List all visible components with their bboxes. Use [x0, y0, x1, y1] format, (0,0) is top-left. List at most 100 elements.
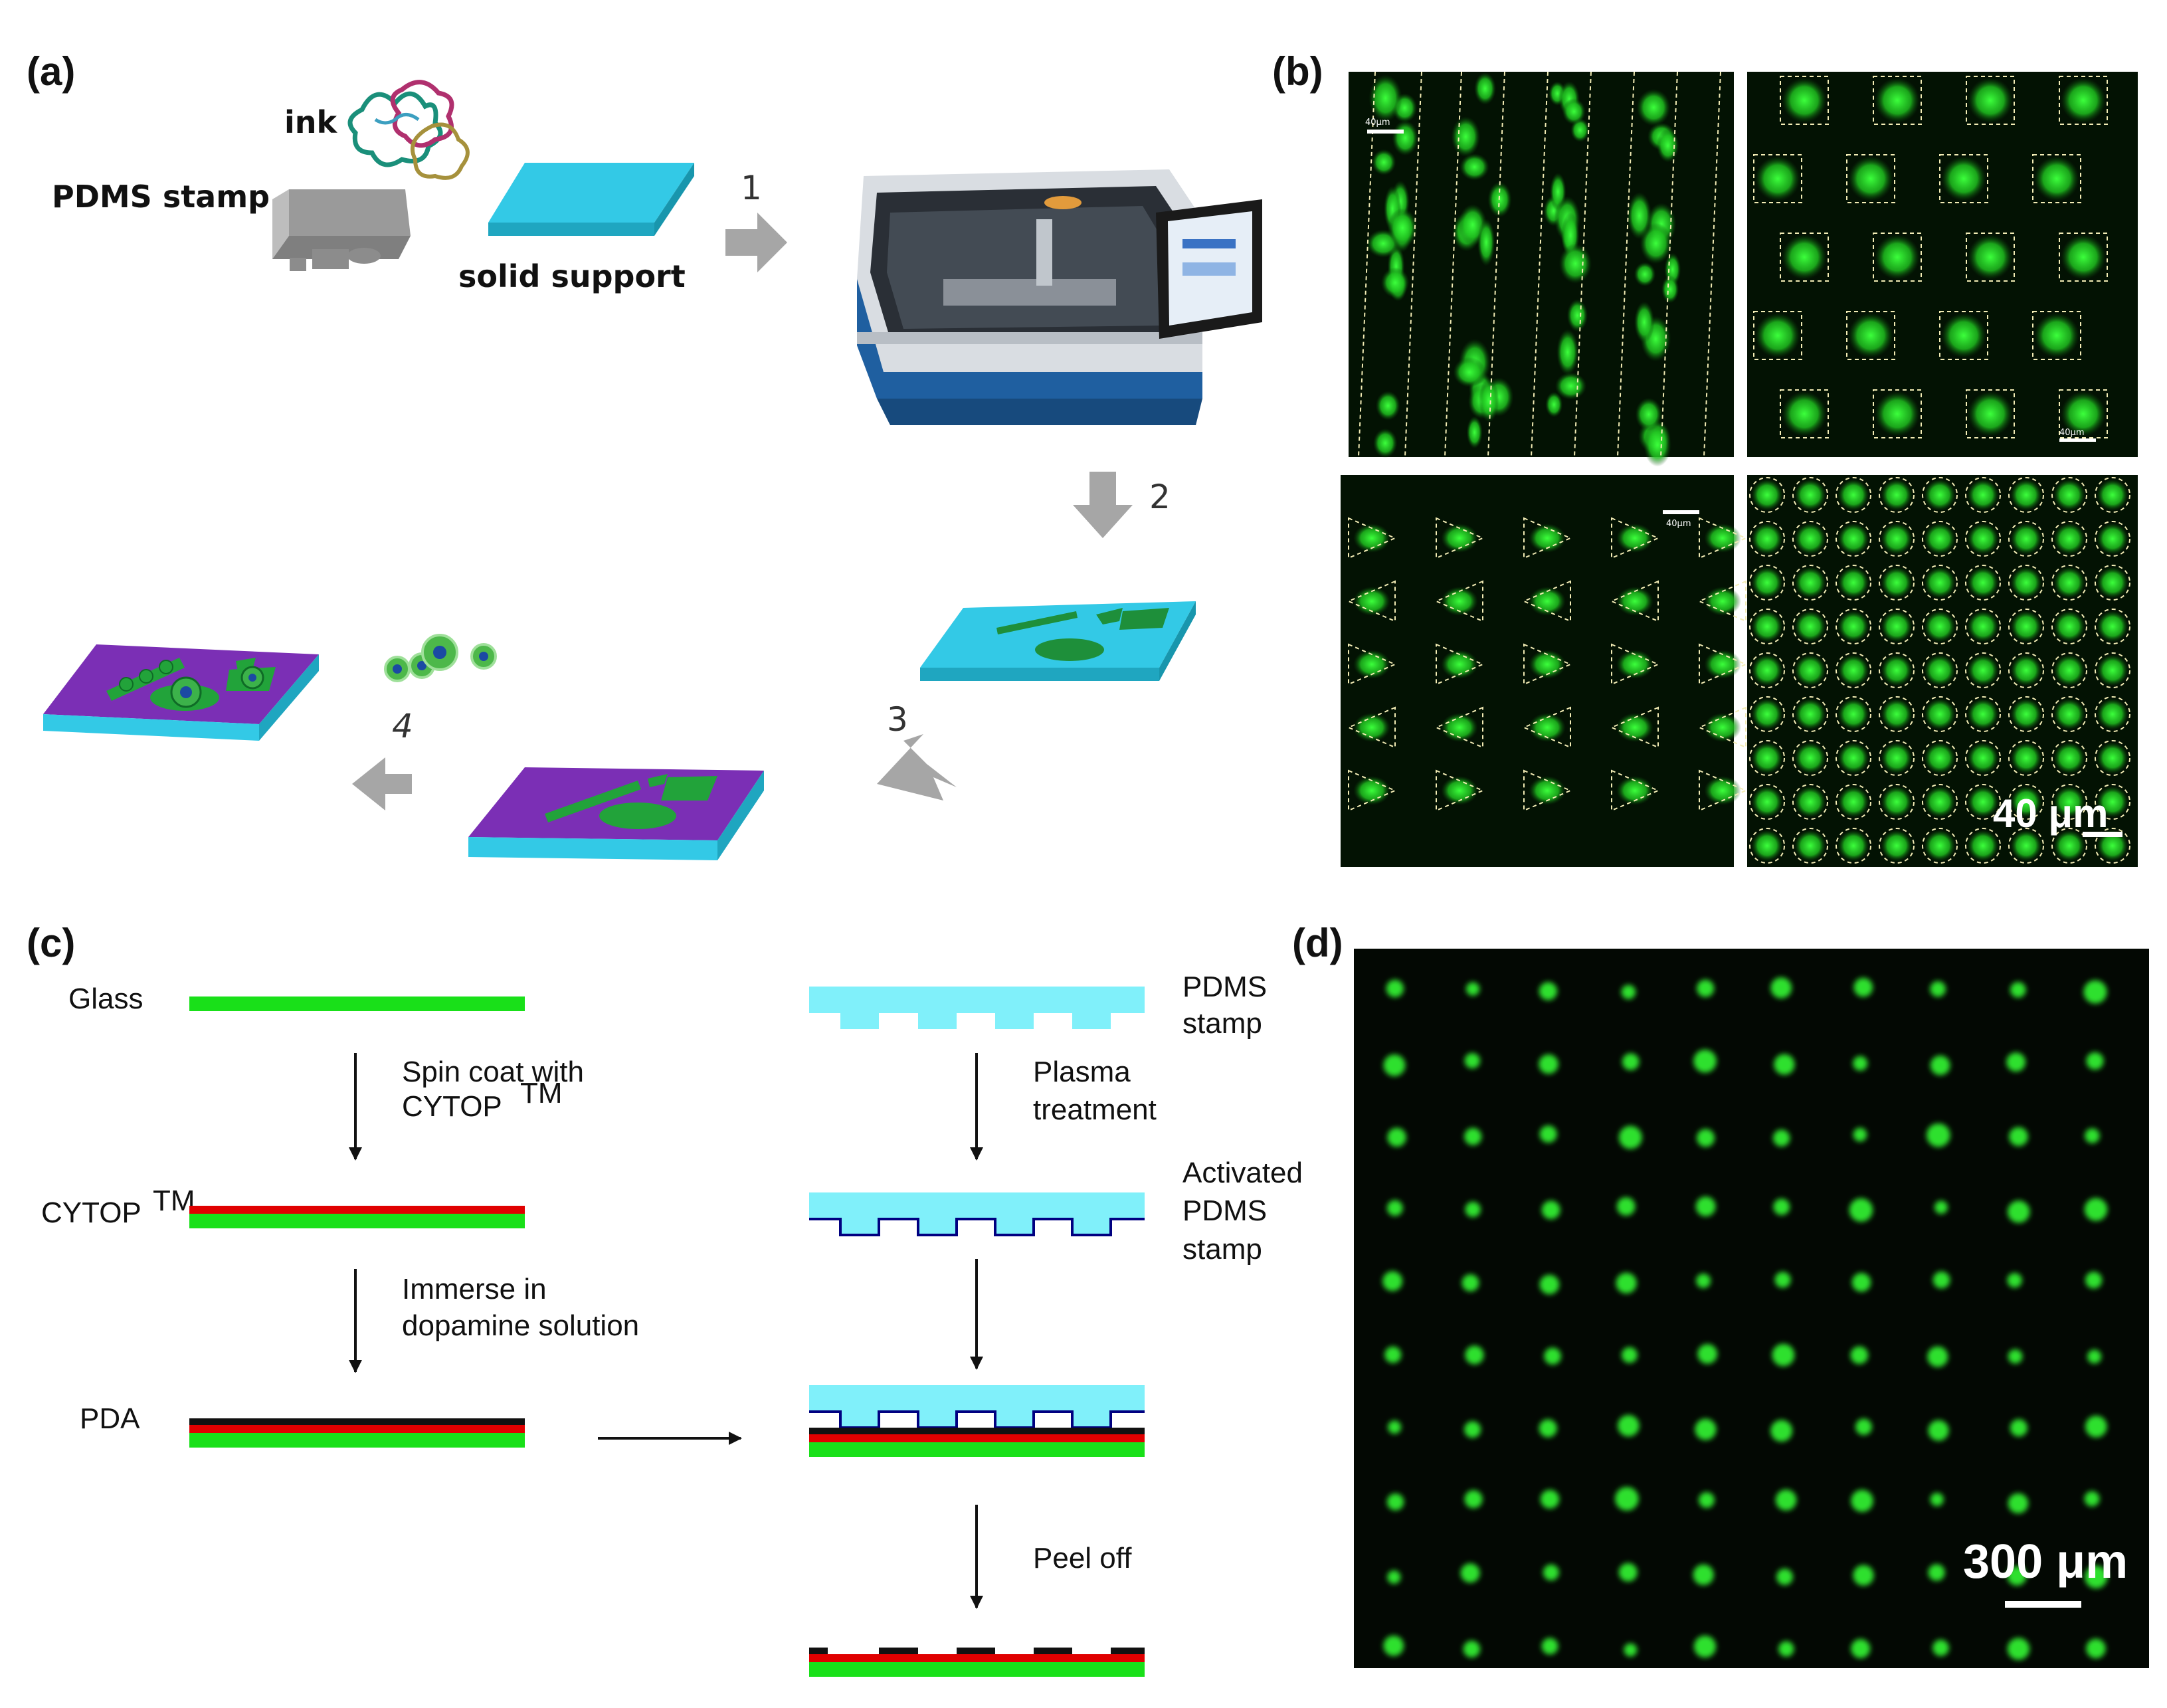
fluorescent-dot: [1622, 1053, 1640, 1071]
fluorescent-dot: [1539, 1419, 1557, 1438]
square-cell-cluster: [2061, 391, 2106, 436]
fluorescent-dot: [1776, 1568, 1793, 1586]
square-island: [2059, 76, 2108, 125]
fluorescent-dot: [2084, 1491, 2100, 1507]
fluorescent-dot: [1695, 1196, 1716, 1216]
fluorescent-dot: [1772, 1129, 1790, 1147]
svg-text:40μm: 40μm: [1666, 519, 1691, 529]
fluorescent-dot: [1855, 1418, 1872, 1436]
circle-island: [1922, 521, 1958, 557]
circle-cell-cluster: [1794, 611, 1826, 642]
fluorescent-dot: [1774, 1054, 1795, 1075]
circle-cell-cluster: [2053, 654, 2085, 686]
stripe-cell: [1556, 329, 1579, 375]
fluorescent-dot: [1773, 1198, 1790, 1216]
triangle-cell-cluster: [1529, 713, 1566, 742]
circle-cell-cluster: [1967, 786, 1999, 818]
circle-island: [2051, 696, 2087, 732]
square-island: [2059, 233, 2108, 282]
circle-island: [1749, 828, 1785, 864]
circle-island: [2095, 784, 2130, 820]
triangle-cell-cluster: [1529, 650, 1566, 679]
cell-seeded-support: [43, 644, 319, 741]
fluorescent-dot: [1697, 979, 1715, 997]
fluorescent-dot: [1928, 1564, 1945, 1581]
circle-cell-cluster: [1837, 611, 1869, 642]
fluorescent-dot: [1697, 1344, 1718, 1364]
activated-line2: PDMS: [1182, 1194, 1267, 1227]
panel-c-label: (c): [27, 921, 75, 965]
circle-cell-cluster: [1881, 698, 1913, 730]
fluorescent-dot: [2008, 1493, 2029, 1514]
circle-island: [1965, 740, 2001, 776]
circle-island: [1965, 609, 2001, 644]
fluorescent-dot: [2007, 1272, 2022, 1288]
triangle-cell-cluster: [1441, 713, 1478, 742]
circle-cell-cluster: [2010, 698, 2042, 730]
triangle-cell-cluster: [1616, 713, 1653, 742]
fluorescent-dot: [1461, 1274, 1479, 1292]
fluorescent-dot: [1383, 1636, 1404, 1656]
triangle-cell-cluster: [1704, 776, 1741, 805]
square-cell-cluster: [1755, 156, 1800, 201]
circle-cell-cluster: [1794, 523, 1826, 555]
fluorescent-dot: [1853, 977, 1873, 997]
fluorescent-dot: [1460, 1563, 1480, 1583]
square-cell-cluster: [2061, 235, 2106, 280]
circle-cell-cluster: [1751, 523, 1783, 555]
circle-island: [2008, 565, 2044, 601]
stripe-boundary: [1444, 71, 1462, 458]
square-island: [1873, 76, 1922, 125]
triangle-cell-cluster: [1353, 650, 1390, 679]
square-island: [1873, 233, 1922, 282]
circle-island: [2008, 609, 2044, 644]
circle-cell-cluster: [2010, 567, 2042, 599]
square-island: [2032, 311, 2081, 360]
circle-cell-cluster: [2010, 786, 2042, 818]
circle-cell-cluster: [1967, 742, 1999, 774]
svg-text:CYTOP: CYTOP: [41, 1196, 141, 1229]
stripe-boundary: [1358, 71, 1376, 458]
fluorescent-dot: [1693, 1635, 1717, 1658]
fluorescent-dot: [1930, 1492, 1944, 1507]
plasma-line2: treatment: [1033, 1093, 1157, 1126]
fluorescent-dot: [1926, 1123, 1950, 1147]
stripe-cell: [1634, 301, 1655, 343]
fluorescent-dot: [2007, 1638, 2030, 1660]
circle-island: [1749, 521, 1785, 557]
triangle-island: [1611, 769, 1660, 812]
triangle-island: [1347, 706, 1396, 749]
circle-cell-cluster: [1794, 479, 1826, 511]
circle-cell-cluster: [2053, 742, 2085, 774]
scale-bar-circles: 40 μm: [1993, 791, 2122, 837]
step-arrow-3: 3: [877, 700, 957, 801]
circle-cell-cluster: [2053, 611, 2085, 642]
triangle-cell-cluster: [1704, 713, 1741, 742]
triangle-island: [1436, 769, 1485, 812]
circle-cell-cluster: [2053, 830, 2085, 862]
ink-label: ink: [284, 104, 338, 140]
triangle-cell-cluster: [1441, 523, 1478, 553]
circle-cell-cluster: [1881, 479, 1913, 511]
fluorescent-dot: [1697, 1129, 1715, 1147]
square-island: [1939, 311, 1988, 360]
square-island: [1780, 389, 1829, 438]
triangle-cell-cluster: [1616, 650, 1653, 679]
circle-cell-cluster: [1751, 830, 1783, 862]
stamped-support: [920, 601, 1196, 681]
stripe-boundary: [1404, 71, 1422, 458]
circle-island: [1836, 696, 1871, 732]
circle-island: [2051, 652, 2087, 688]
fluorescent-dot: [1387, 1570, 1401, 1584]
stripe-cell: [1453, 357, 1486, 387]
fluorescent-dot: [1932, 1271, 1950, 1289]
circle-cell-cluster: [1837, 698, 1869, 730]
circle-island: [1879, 477, 1915, 513]
circle-island: [1922, 740, 1958, 776]
square-cell-cluster: [1968, 78, 2013, 123]
circle-island: [1922, 477, 1958, 513]
square-island: [2059, 389, 2108, 438]
circle-cell-cluster: [1881, 654, 1913, 686]
solid-support-label: solid support: [458, 258, 686, 294]
pda-label: PDA: [80, 1402, 140, 1435]
